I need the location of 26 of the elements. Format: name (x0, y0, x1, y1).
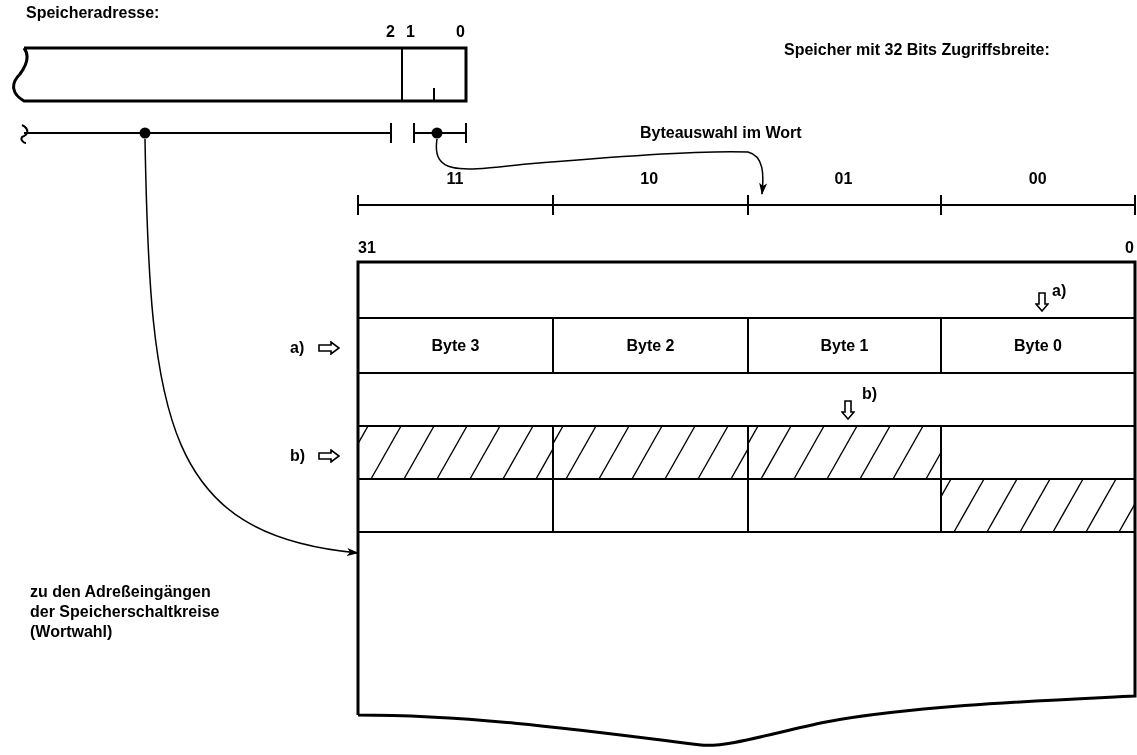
byte-select-bits-range (412, 123, 468, 143)
connector-arrow (144, 138, 359, 556)
bit-number: 2 (386, 22, 395, 42)
cell-text: Byte 0 (1014, 336, 1062, 355)
bit-number: 0 (456, 22, 465, 42)
byte-position-label: 11 (445, 169, 465, 189)
access-case-label: a) (290, 338, 305, 358)
bit-number: 1 (406, 22, 415, 42)
cell-text: Byte 1 (820, 336, 869, 355)
bit-number: 31 (358, 238, 376, 258)
edge-label: Byteauswahl im Wort (640, 124, 802, 142)
byte-position-label: 01 (833, 169, 854, 189)
heading-text: Speicheradresse: (26, 4, 160, 22)
byte-position-label: 10 (639, 169, 660, 189)
memory-block (356, 260, 1137, 750)
access-case-label: b) (290, 446, 306, 466)
bit-number: 0 (1125, 238, 1134, 258)
connector-arrow (435, 138, 767, 195)
cell-text: Byte 3 (431, 336, 480, 355)
byte-position-label: 00 (1027, 169, 1048, 189)
cell-text: Byte 2 (626, 336, 675, 355)
access-case-label: a) (1052, 281, 1067, 301)
note-text: zu den Adreßeingängen der Speicherschaltkreise (Wortwahl) (30, 582, 221, 642)
address-register (14, 4, 470, 104)
access-case-label: b) (862, 384, 878, 404)
memory-heading: Speicher mit 32 Bits Zugriffsbreite: (784, 40, 1050, 60)
